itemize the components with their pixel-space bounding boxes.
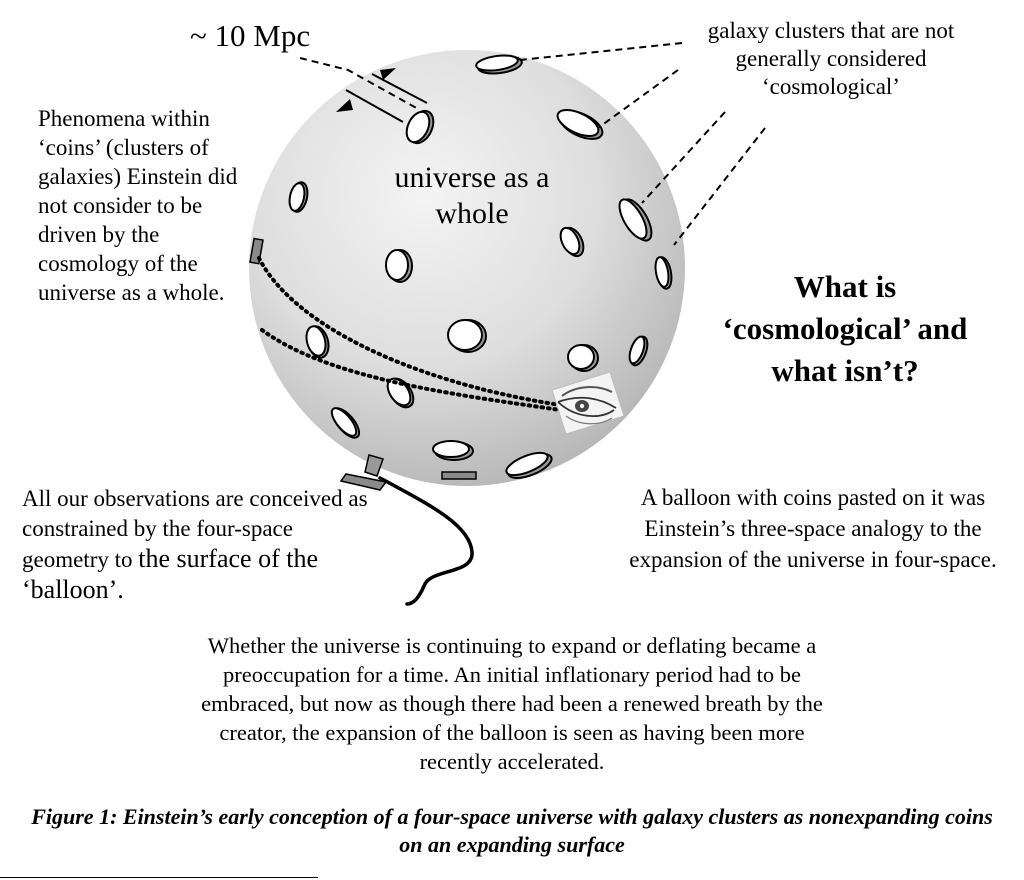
balloon-sphere <box>249 50 685 486</box>
expansion-note: Whether the universe is continuing to ex… <box>201 633 823 774</box>
coin <box>288 182 306 212</box>
coin <box>385 249 409 281</box>
figure-caption: Figure 1: Einstein’s early conception of… <box>31 804 993 857</box>
scale-indicator <box>299 57 428 123</box>
observations-main: All our observations are conceived as co… <box>22 486 368 572</box>
coin <box>654 256 670 288</box>
clusters-note: galaxy clusters that are not generally c… <box>707 18 955 99</box>
question-heading: What is ‘cosmological’ and what isn’t? <box>722 269 968 388</box>
sightlines <box>257 256 562 412</box>
coin <box>405 110 431 144</box>
scale-label: ~ 10 Mpc <box>190 18 311 53</box>
footnote-rule <box>0 877 318 878</box>
coin <box>330 407 358 437</box>
coin-edge <box>441 471 477 480</box>
coin <box>475 54 519 72</box>
coin-group <box>288 54 673 479</box>
observations-note: All our observations are conceived as co… <box>22 484 382 606</box>
coin <box>618 198 648 240</box>
coin <box>628 335 646 365</box>
coin <box>556 109 600 137</box>
cluster-leader-lines <box>519 42 766 246</box>
coin <box>567 344 595 370</box>
coin <box>559 226 581 256</box>
eye-icon <box>551 371 625 435</box>
coin <box>432 440 470 458</box>
observations-tail: the surface of the ‘balloon’. <box>22 544 318 604</box>
phenomena-note: Phenomena within ‘coins’ (clusters of ga… <box>38 106 238 305</box>
balloon-note: A balloon with coins pasted on it was Ei… <box>629 485 997 572</box>
balloon-knot <box>339 454 388 491</box>
coin <box>505 451 549 477</box>
universe-label: universe as a whole <box>394 161 550 230</box>
coin <box>447 319 483 351</box>
coin <box>305 325 327 357</box>
balloon-string <box>378 476 474 606</box>
